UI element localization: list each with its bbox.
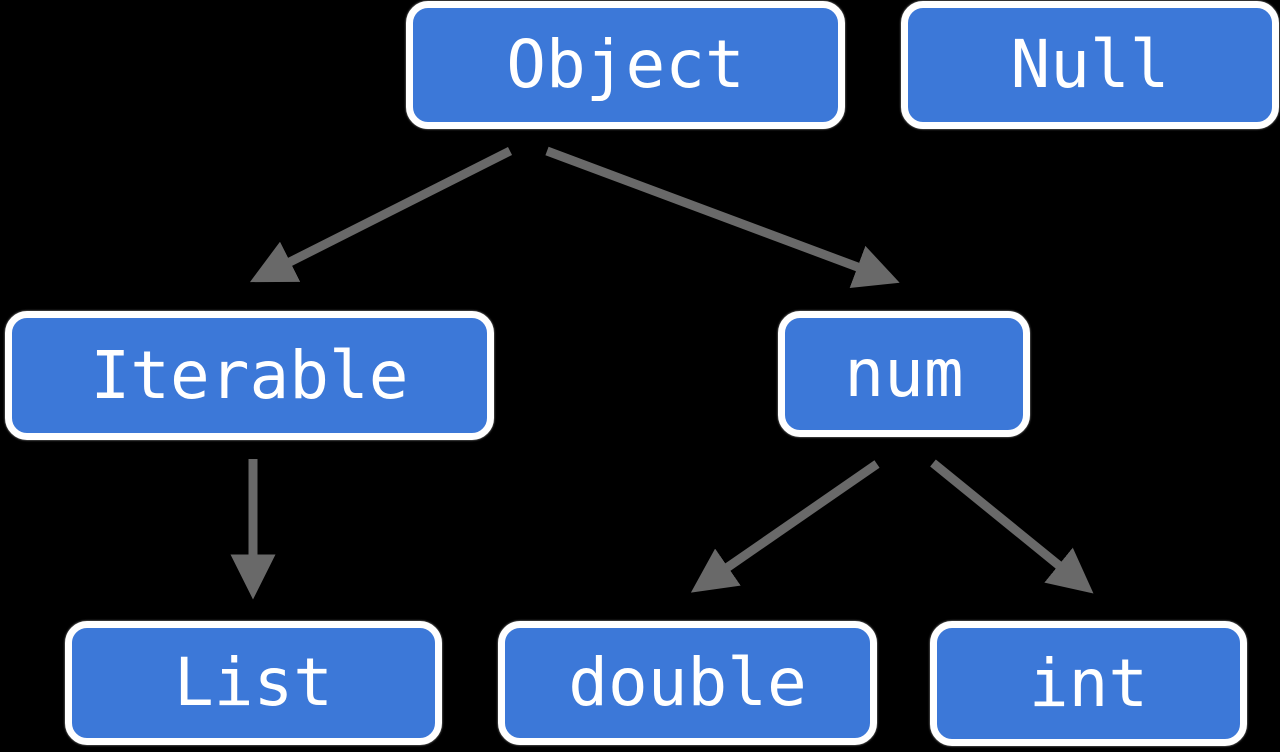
node-list-label: List (174, 644, 333, 721)
edge-num-int (930, 459, 1094, 594)
node-double: double (498, 621, 877, 745)
node-object-label: Object (506, 26, 745, 103)
node-list: List (65, 621, 442, 745)
node-double-label: double (568, 644, 807, 721)
node-num: num (778, 311, 1030, 437)
node-iterable: Iterable (5, 311, 494, 440)
node-int: int (930, 621, 1247, 746)
node-int-label: int (1028, 644, 1149, 722)
edge-object-num (545, 146, 900, 289)
edge-object-iterable (249, 146, 513, 283)
node-iterable-label: Iterable (90, 336, 409, 414)
node-null: Null (901, 1, 1279, 129)
node-null-label: Null (1010, 26, 1170, 103)
edge-num-double (690, 460, 880, 593)
node-object: Object (406, 1, 845, 129)
node-num-label: num (844, 335, 964, 412)
